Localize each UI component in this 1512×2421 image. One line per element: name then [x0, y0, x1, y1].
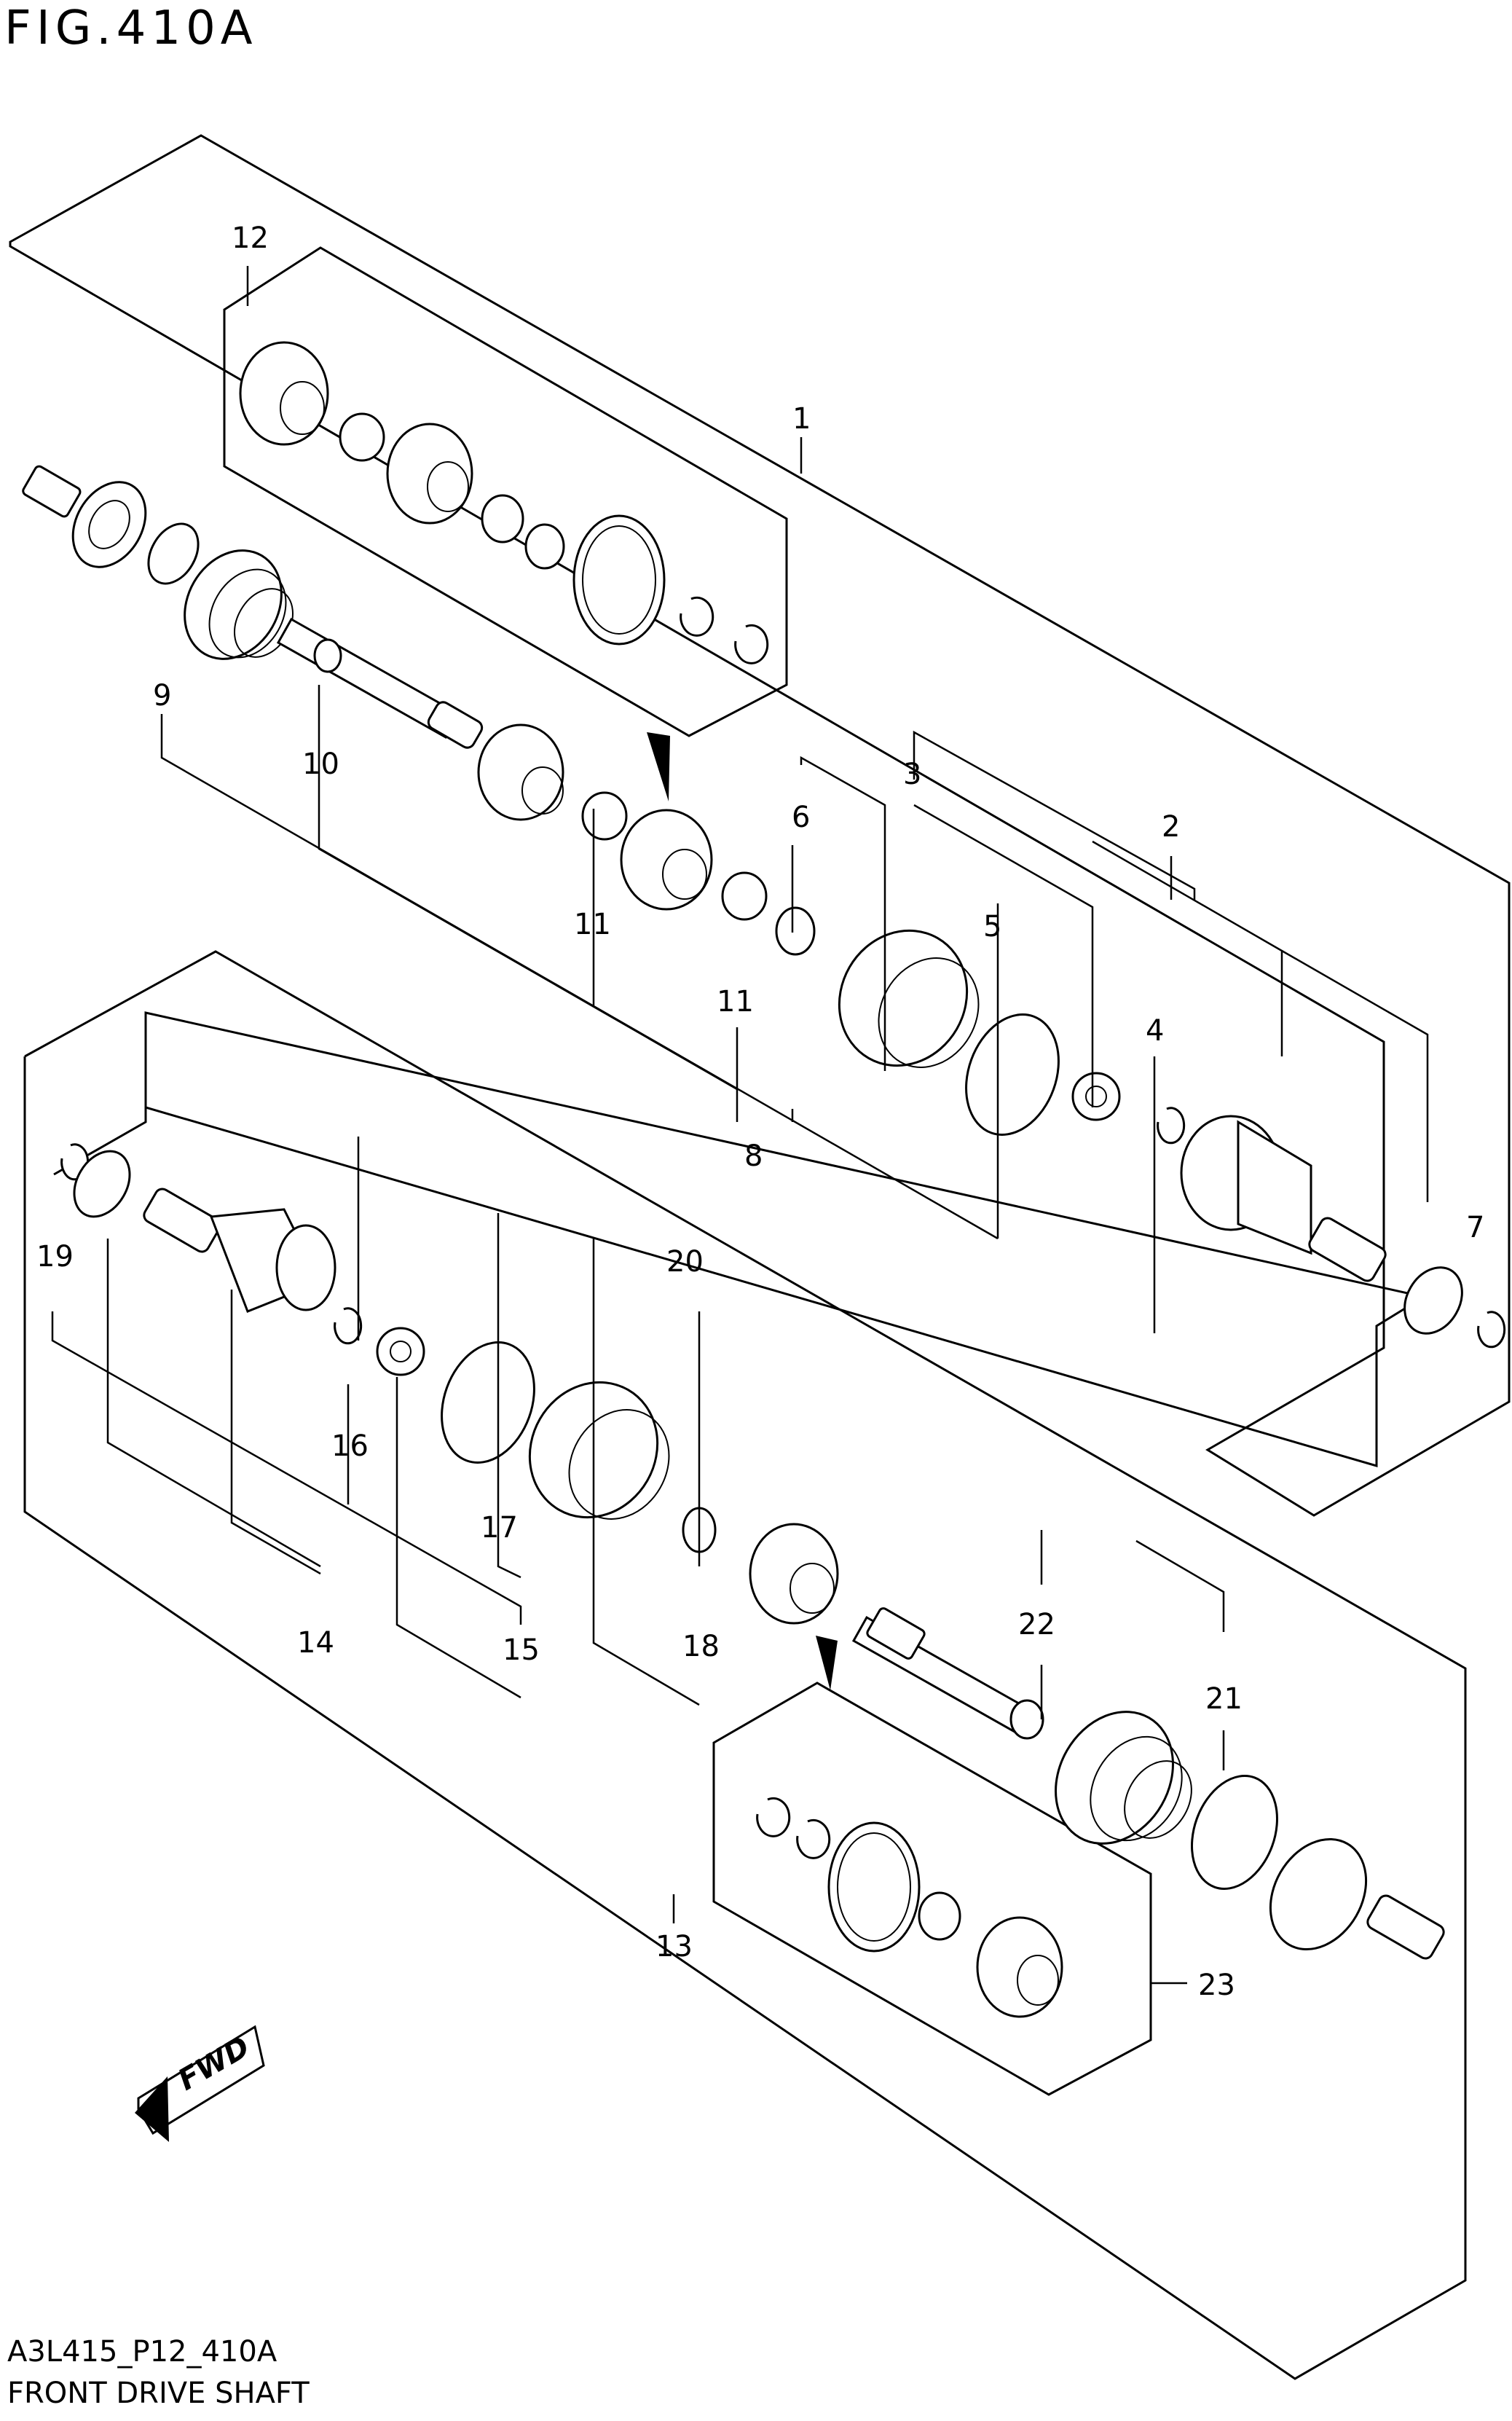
callout-20: 20	[666, 1245, 704, 1279]
drawing-code: A3L415_P12_410A	[7, 2335, 277, 2369]
outer-boot	[184, 549, 294, 660]
outer-cv-joint-lower	[1269, 1838, 1445, 1960]
callout-9: 9	[153, 679, 171, 713]
inner-boot-3	[838, 929, 980, 1068]
assembly-2-3-frame	[144, 1011, 1427, 1467]
circlip-7	[1477, 1311, 1506, 1349]
callout-6: 6	[792, 801, 810, 834]
circlip-16	[334, 1307, 363, 1345]
indicator-arrow-upper	[647, 732, 670, 801]
boot-band-21	[1191, 1775, 1278, 1890]
forward-arrow: FWD	[135, 2025, 265, 2142]
callout-8: 8	[744, 1139, 763, 1173]
tripod-joint	[1071, 1072, 1121, 1121]
damper-23-main	[749, 1523, 839, 1625]
boot-band-10	[313, 638, 342, 673]
figure-name: FRONT DRIVE SHAFT	[7, 2377, 310, 2410]
lower-axle-shaft	[851, 1607, 1044, 1740]
callout-23: 23	[1198, 1969, 1235, 2002]
seal-19	[73, 1150, 131, 1218]
figure-title: FIG.410A	[4, 1, 258, 55]
boot-kit-23-frame	[712, 1682, 1152, 2096]
callout-13: 13	[655, 1930, 693, 1963]
callout-4: 4	[1146, 1014, 1164, 1048]
leader-lines	[51, 266, 1429, 1985]
inner-housing-2	[1180, 1115, 1387, 1282]
callout-12: 12	[232, 221, 269, 255]
boot-kit-12-parts	[239, 341, 769, 664]
boot-band-5	[965, 1013, 1060, 1136]
inner-housing-14	[143, 1188, 336, 1313]
callout-15: 15	[503, 1633, 540, 1667]
boot-band-17	[441, 1341, 535, 1464]
boot-band-9	[147, 522, 200, 585]
callout-16: 16	[331, 1429, 369, 1463]
indicator-arrow-lower	[816, 1636, 838, 1690]
callout-3: 3	[903, 758, 921, 791]
callout-14: 14	[297, 1626, 334, 1660]
callout-21: 21	[1205, 1682, 1243, 1716]
tripod-joint-15	[376, 1327, 425, 1376]
callout-19: 19	[36, 1240, 74, 1274]
boot-kit-12-frame	[223, 246, 788, 737]
callout-7: 7	[1466, 1211, 1484, 1244]
callout-22: 22	[1018, 1608, 1055, 1641]
callout-2: 2	[1162, 810, 1180, 844]
seal-7	[1403, 1266, 1463, 1335]
outer-cv-joint-stub	[22, 465, 147, 568]
boot-kit-23-parts	[756, 1797, 1063, 2018]
callout-10: 10	[302, 748, 339, 781]
axle-shaft	[276, 617, 484, 749]
damper-rings	[477, 723, 816, 956]
assembly-13-frame	[23, 950, 1467, 2380]
callout-17: 17	[481, 1511, 518, 1545]
assembly-1-frame	[9, 134, 1511, 1517]
callout-1: 1	[792, 402, 811, 436]
callout-5: 5	[983, 910, 1001, 943]
circlip-4	[1157, 1107, 1186, 1145]
callout-11b: 11	[717, 985, 754, 1019]
outer-boot-22	[1055, 1711, 1192, 1845]
callout-18: 18	[682, 1630, 720, 1663]
callout-11a: 11	[574, 908, 611, 941]
